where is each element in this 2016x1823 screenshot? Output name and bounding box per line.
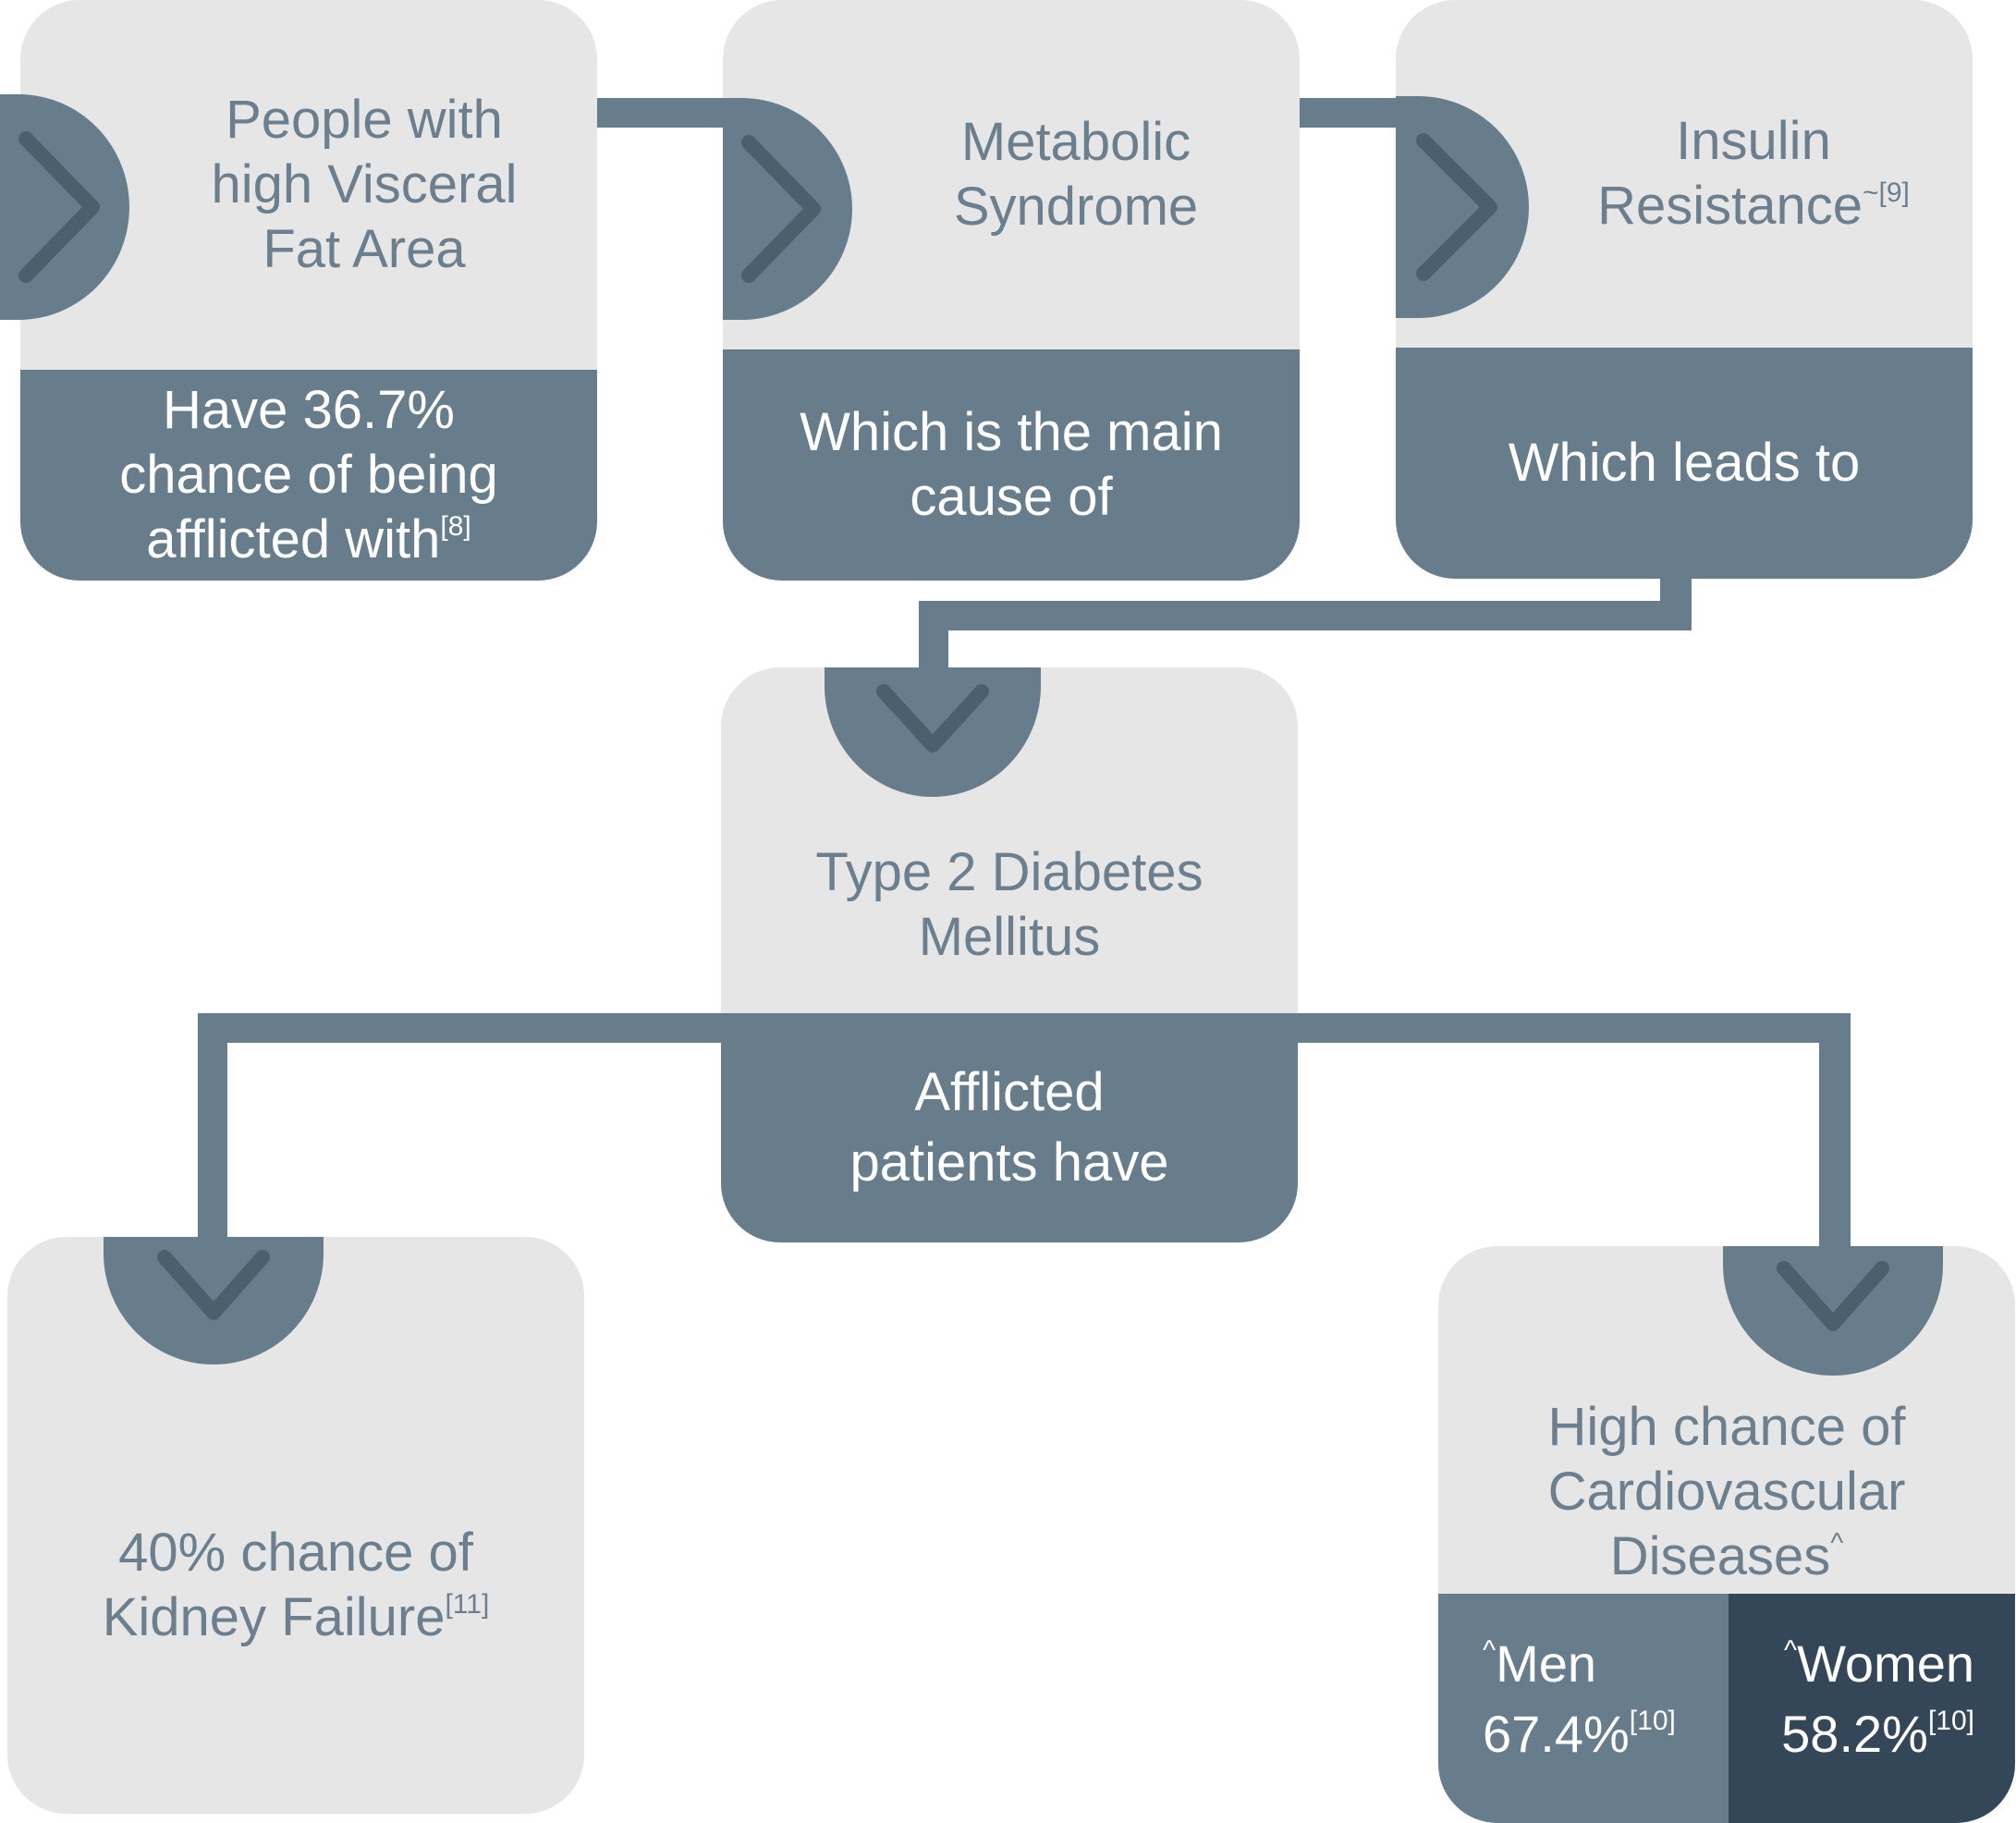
cardio-women-value: 58.2% [1781, 1705, 1928, 1763]
node-visceral-fat-caption: Have 36.7% chance of being afflicted wit… [119, 380, 498, 569]
citation-11: [11] [445, 1588, 490, 1620]
node-cardiovascular-title: High chance of Cardiovascular Diseases^ [1547, 1397, 1906, 1586]
node-diabetes-title: Type 2 Diabetes Mellitus [815, 842, 1203, 967]
citation-10-women: [10] [1927, 1706, 1974, 1737]
connector-branch-left-down [198, 1013, 227, 1244]
connector-horizontal-to-diabetes [919, 601, 1692, 630]
node-visceral-fat: People with high Visceral Fat Area Have … [20, 0, 597, 581]
node-insulin-resistance-title: Insulin Resistance~[9] [1597, 111, 1910, 236]
chevron-down-icon [825, 667, 1041, 797]
node-metabolic-syndrome: Metabolic Syndrome Which is the main cau… [723, 0, 1300, 581]
connector-fat-to-metabolic [592, 98, 739, 128]
node-metabolic-syndrome-caption: Which is the main cause of [800, 402, 1223, 527]
node-kidney-failure-title: 40% chance of Kidney Failure[11] [102, 1523, 490, 1647]
chevron-down-icon [104, 1237, 324, 1364]
citation-10-men: [10] [1629, 1706, 1676, 1737]
node-metabolic-syndrome-title: Metabolic Syndrome [953, 112, 1199, 237]
node-visceral-fat-title: People with high Visceral Fat Area [211, 90, 518, 279]
chevron-right-icon [723, 98, 852, 320]
cardio-men-label: Men [1496, 1634, 1597, 1693]
chevron-right-icon [0, 94, 129, 320]
citation-8: [8] [440, 510, 471, 542]
node-diabetes: Type 2 Diabetes Mellitus Afflicted patie… [721, 667, 1298, 1242]
node-insulin-resistance-caption: Which leads to [1508, 433, 1861, 493]
caret-note: ^ [1830, 1527, 1844, 1559]
cardio-women-stat: ^Women 58.2%[10] [1729, 1594, 2015, 1823]
cardio-women-label: Women [1797, 1634, 1974, 1693]
cardio-men-stat: ^Men 67.4%[10] [1438, 1594, 1729, 1823]
connector-branch-right-down [1819, 1013, 1851, 1254]
chevron-right-icon [1396, 96, 1529, 318]
cardio-men-value: 67.4% [1483, 1705, 1630, 1763]
node-diabetes-caption: Afflicted patients have [849, 1062, 1169, 1193]
node-cardiovascular: High chance of Cardiovascular Diseases^ … [1438, 1246, 2015, 1823]
node-kidney-failure: 40% chance of Kidney Failure[11] [7, 1237, 584, 1814]
citation-9: ~[9] [1863, 177, 1910, 208]
chevron-down-icon [1723, 1246, 1943, 1376]
